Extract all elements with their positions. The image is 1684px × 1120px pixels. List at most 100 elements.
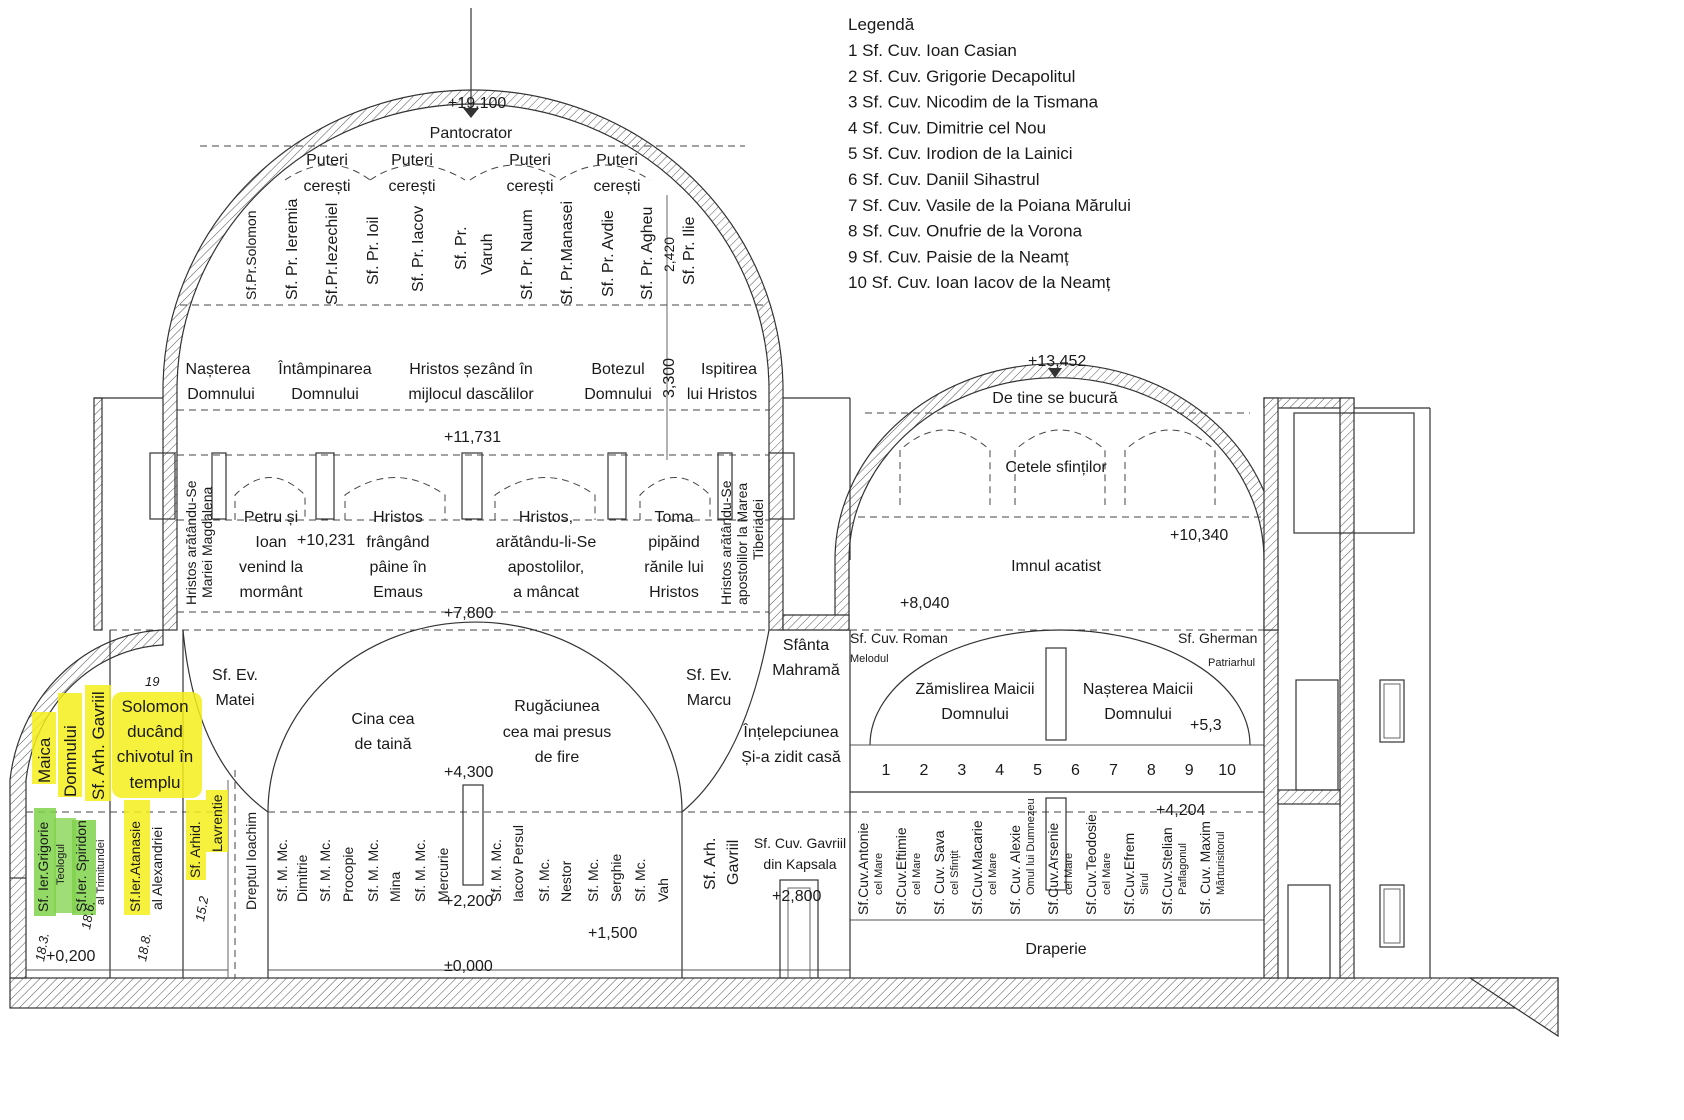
gherman: Sf. Gherman xyxy=(1178,630,1257,646)
prophet-solomon: Sf.Pr.Solomon xyxy=(243,211,259,301)
martyr-line-7: Sf. M. Mc. xyxy=(412,839,428,902)
drum-windows xyxy=(149,452,795,520)
zamislirea-l2: Domnului xyxy=(941,706,1009,723)
prophet-ioil: Sf. Pr. Ioil xyxy=(365,217,382,285)
kapsala-l2: din Kapsala xyxy=(763,856,836,872)
feast-botezul-l1: Botezul xyxy=(591,361,644,378)
martyr-line-6: Mina xyxy=(387,871,403,902)
elevation-5-3: +5,3 xyxy=(1190,717,1222,734)
powers-2-l2: cerești xyxy=(388,178,435,195)
narthex-saint-2-l1: Sf.Cuv.Eftimie xyxy=(893,827,909,915)
narthex-saint-10-l2: Mărturisitorul xyxy=(1215,831,1227,895)
prophet-iacov: Sf. Pr. Iacov xyxy=(410,206,427,292)
dreptul-ioachim: Dreptul Ioachim xyxy=(243,812,259,910)
narthex-saint-3-l1: Sf. Cuv. Sava xyxy=(931,830,947,915)
narthex-saint-9-l1: Sf.Cuv.Stelian xyxy=(1159,827,1175,915)
lavrentie: Lavrentie xyxy=(209,794,225,852)
marcu-l1: Sf. Ev. xyxy=(686,667,732,684)
drum-scene-4-line-2: pipăind xyxy=(648,534,700,551)
draperie: Draperie xyxy=(1025,941,1086,958)
feast-dascali-l1: Hristos șezând în xyxy=(409,361,533,378)
solomon-l1: Solomon xyxy=(121,697,188,716)
elevation-2200: +2,200 xyxy=(444,893,493,910)
narthex-number-9: 9 xyxy=(1185,762,1194,779)
elevation-top: +19,100 xyxy=(448,95,506,112)
legend-item-10: 10 Sf. Cuv. Ioan Iacov de la Neamț xyxy=(848,273,1111,292)
narthex-saint-4-l1: Sf.Cuv.Macarie xyxy=(969,820,985,915)
legend-item-7: 7 Sf. Cuv. Vasile de la Poiana Mărului xyxy=(848,196,1131,215)
hand-19: 19 xyxy=(145,674,159,689)
martyr-line-15: Sf. Mc. xyxy=(632,858,648,902)
narthex-number-10: 10 xyxy=(1218,762,1236,779)
elevation-0000: ±0,000 xyxy=(444,958,493,975)
elevation-10340: +10,340 xyxy=(1170,527,1228,544)
martyr-line-9: Sf. M. Mc. xyxy=(488,839,504,902)
martyr-line-14: Serghie xyxy=(608,854,624,902)
intelepciunea-l2: Și-a zidit casă xyxy=(741,749,841,766)
gavriil-l2: Gavriil xyxy=(725,840,742,885)
ier-atanasie: Sf.Ier.Atanasie xyxy=(127,821,143,912)
teologul: Teologul xyxy=(55,844,67,885)
prophet-varuh-1: Sf. Pr. xyxy=(453,226,470,270)
martyr-line-10: Iacov Persul xyxy=(510,825,526,902)
solomon-l3: chivotul în xyxy=(117,747,194,766)
narthex-saint-3-l2: cel Sfințit xyxy=(949,850,961,895)
legend-item-9: 9 Sf. Cuv. Paisie de la Neamț xyxy=(848,247,1069,266)
imnul-acatist: Imnul acatist xyxy=(1011,558,1101,575)
apse-arh-gavriil: Sf. Arh. Gavriil xyxy=(89,691,108,800)
zamislirea-l1: Zămislirea Maicii xyxy=(915,681,1034,698)
narthex-number-1: 1 xyxy=(882,762,891,779)
powers-1-l1: Puteri xyxy=(306,152,348,169)
legend-item-5: 5 Sf. Cuv. Irodion de la Lainici xyxy=(848,144,1073,163)
martyr-line-13: Sf. Mc. xyxy=(585,858,601,902)
drum-scene-1-line-2: Ioan xyxy=(255,534,286,551)
mahrama-l2: Mahramă xyxy=(772,662,840,679)
narthex-saint-6-l1: Sf.Cuv.Arsenie xyxy=(1045,822,1061,915)
apse-texts: Maica Domnului Sf. Arh. Gavriil 19 Solom… xyxy=(32,674,259,965)
arhid: Sf. Arhid. xyxy=(187,821,203,878)
rugaciunea-l3: de fire xyxy=(535,749,580,766)
feast-intampinarea-l2: Domnului xyxy=(291,386,359,403)
martyr-line-4: Procopie xyxy=(340,847,356,902)
prophet-manasei: Sf. Pr.Manasei xyxy=(559,201,576,305)
right-annex xyxy=(1263,397,1431,979)
prophet-ieremia: Sf. Pr. Ieremia xyxy=(284,199,301,300)
ground-slab xyxy=(9,977,1559,1038)
cina-l1: Cina cea xyxy=(351,711,414,728)
main-dome-bands xyxy=(110,145,850,631)
feast-nasterea-l2: Domnului xyxy=(187,386,255,403)
narthex-saint-1-l1: Sf.Cuv.Antonie xyxy=(855,822,871,915)
ier-grigorie: Sf. Ier.Grigorie xyxy=(35,822,51,912)
drum-scene-2-line-3: pâine în xyxy=(370,559,427,576)
apse-maica: Maica xyxy=(35,737,54,783)
prophet-iezechiel: Sf.Pr.Iezechiel xyxy=(324,203,341,305)
narthex-saint-7-l1: Sf.Cuv.Teodosie xyxy=(1083,814,1099,915)
powers-3-l1: Puteri xyxy=(509,152,551,169)
matei-l1: Sf. Ev. xyxy=(212,667,258,684)
nasterea-maicii-l2: Domnului xyxy=(1104,706,1172,723)
melodul: Melodul xyxy=(850,653,889,665)
elevation-8040: +8,040 xyxy=(900,595,949,612)
lower-nave-texts: Sf. Ev. Matei Sf. Ev. Marcu Cina cea de … xyxy=(212,637,846,975)
legend-item-1: 1 Sf. Cuv. Ioan Casian xyxy=(848,41,1017,60)
feast-ispitirea-l1: Ispitirea xyxy=(701,361,757,378)
martyr-line-3: Sf. M. Mc. xyxy=(317,839,333,902)
drum-right-v2: apostolilor la Marea xyxy=(734,483,750,605)
drum-scene-2-line-1: Hristos xyxy=(373,509,423,526)
feast-nasterea-l1: Nașterea xyxy=(186,361,251,378)
legend-item-8: 8 Sf. Cuv. Onufrie de la Vorona xyxy=(848,222,1083,241)
trimitundei: al Trimitundei xyxy=(95,840,107,905)
narthex-saint-5-l2: Omul lui Dumnezeu xyxy=(1025,798,1037,895)
elevation-4204: +4,204 xyxy=(1156,802,1205,819)
narthex-saint-10-l1: Sf. Cuv. Maxim xyxy=(1197,821,1213,915)
narthex-saint-1-l2: cel Mare xyxy=(873,853,885,895)
elevation-2800: +2,800 xyxy=(772,888,821,905)
legend-item-4: 4 Sf. Cuv. Dimitrie cel Nou xyxy=(848,118,1046,137)
elevation-10231: +10,231 xyxy=(297,532,355,549)
ier-spiridon: Sf.Ier. Spiridon xyxy=(73,820,89,912)
pantocrator-label: Pantocrator xyxy=(430,125,513,142)
